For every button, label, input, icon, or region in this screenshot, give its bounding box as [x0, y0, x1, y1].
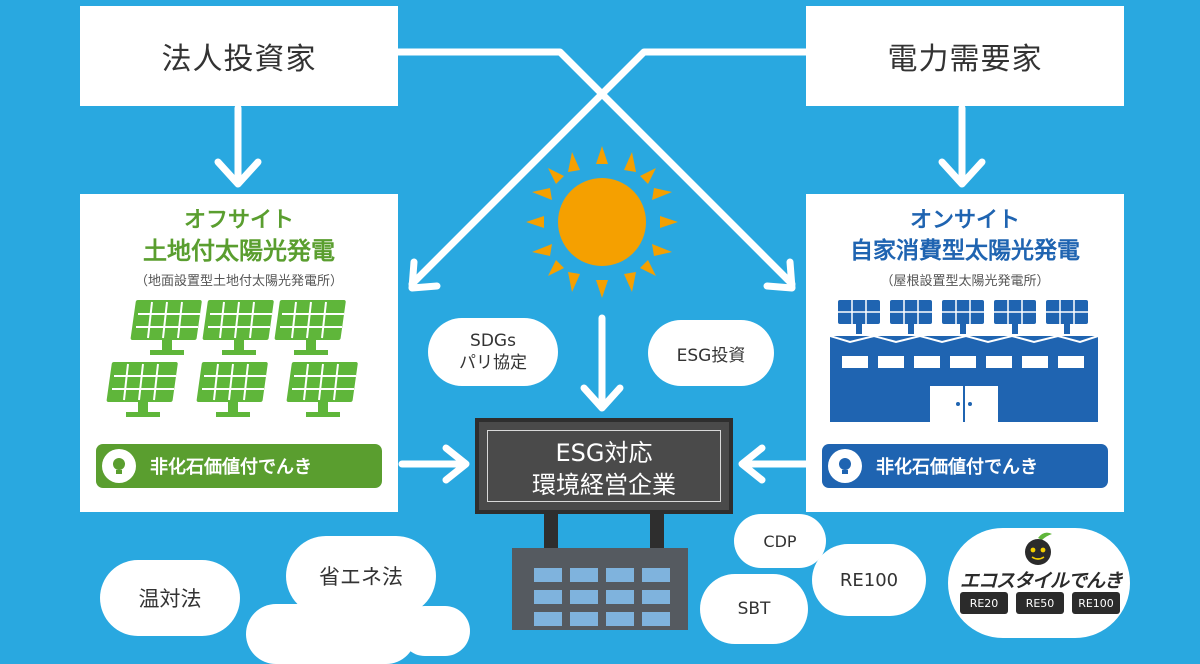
sdgs-cloud: SDGs パリ協定 — [428, 318, 558, 386]
ontai-law-label: 温対法 — [138, 587, 202, 611]
mascot-icon — [1025, 532, 1052, 565]
corporate-investor-label: 法人投資家 — [161, 42, 317, 77]
offsite-electricity-bar: 非化石価値付でんき — [96, 444, 382, 488]
connector-lines — [214, 48, 986, 484]
paris-agreement-label: パリ協定 — [459, 353, 527, 373]
offsite-bar-label: 非化石価値付でんき — [150, 457, 312, 478]
esg-investment-label: ESG投資 — [676, 345, 746, 366]
lightbulb-icon — [102, 449, 136, 483]
sbt-label: SBT — [737, 599, 771, 619]
onsite-panel: オンサイト 自家消費型太陽光発電 （屋根設置型太陽光発電所） — [806, 194, 1124, 512]
energy-saving-law-label: 省エネ法 — [319, 565, 403, 589]
lightbulb-icon — [828, 449, 862, 483]
energy-saving-law-cloud: 省エネ法 — [286, 536, 436, 616]
offsite-panel: オフサイト 土地付太陽光発電 （地面設置型土地付太陽光発電所） — [80, 194, 398, 512]
re100-cloud: RE100 — [812, 544, 926, 616]
re-badges: RE20 RE50 RE100 — [960, 592, 1120, 614]
offsite-subtitle: （地面設置型土地付太陽光発電所） — [134, 274, 343, 289]
offsite-title-line2: 土地付太陽光発電 — [143, 237, 335, 265]
corporate-investor-box: 法人投資家 — [80, 6, 398, 106]
sun-icon — [526, 146, 678, 298]
re100-label: RE100 — [839, 569, 899, 591]
bottom-cloud-a — [246, 604, 416, 664]
onsite-electricity-bar: 非化石価値付でんき — [822, 444, 1108, 488]
re20-badge: RE20 — [960, 592, 1008, 614]
onsite-subtitle: （屋根設置型太陽光発電所） — [880, 274, 1050, 289]
sign-post-left — [544, 514, 558, 548]
sbt-cloud: SBT — [700, 574, 808, 644]
power-consumer-box: 電力需要家 — [806, 6, 1124, 106]
cdp-label: CDP — [763, 531, 797, 551]
esg-investment-cloud: ESG投資 — [648, 320, 774, 386]
factory-icon — [830, 300, 1099, 422]
esg-company-line1: ESG対応 — [555, 439, 653, 467]
solar-panel-icon — [105, 299, 359, 418]
re50-badge: RE50 — [1016, 592, 1064, 614]
re100-badge: RE100 — [1072, 592, 1120, 614]
onsite-bar-label: 非化石価値付でんき — [876, 457, 1038, 478]
offsite-title-line1: オフサイト — [183, 208, 294, 233]
sign-post-right — [650, 514, 664, 548]
building-icon — [512, 548, 688, 630]
esg-company-inner: ESG対応 環境経営企業 — [487, 430, 721, 502]
onsite-title-line1: オンサイト — [909, 208, 1020, 233]
esg-company-box: ESG対応 環境経営企業 — [475, 418, 733, 514]
sdgs-label: SDGs — [470, 331, 516, 351]
esg-company-line2: 環境経営企業 — [532, 471, 676, 499]
bottom-cloud-b — [400, 606, 470, 656]
brand-name: エコスタイルでんき — [959, 570, 1123, 592]
ontai-law-cloud: 温対法 — [100, 560, 240, 636]
onsite-title-line2: 自家消費型太陽光発電 — [850, 238, 1080, 264]
power-consumer-label: 電力需要家 — [887, 42, 1043, 77]
cdp-cloud: CDP — [734, 514, 826, 568]
